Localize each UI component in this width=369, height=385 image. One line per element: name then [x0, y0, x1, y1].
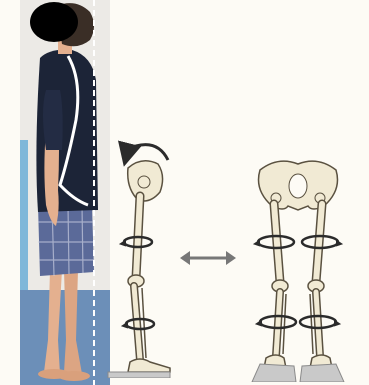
- right-wedge-plate: [300, 364, 344, 382]
- shirt-sleeve: [43, 90, 63, 150]
- pelvis-side: [128, 161, 163, 201]
- face-mask: [30, 2, 78, 42]
- plaid-shorts: [38, 205, 94, 276]
- right-foot: [58, 371, 90, 381]
- flat-base-plate: [108, 372, 170, 378]
- frontal-skeleton: [238, 150, 358, 382]
- pelvic-inlet: [289, 174, 307, 198]
- double-headed-arrow: [178, 248, 238, 268]
- arrow-head-left: [180, 251, 190, 265]
- pelvis-rotation-arrow: [126, 145, 168, 160]
- lateral-skeleton: [100, 138, 190, 378]
- left-wedge-plate: [252, 364, 296, 382]
- foot-side: [128, 359, 170, 372]
- tibia: [134, 286, 140, 360]
- photo-panel: [20, 0, 110, 385]
- arrow-head-right: [226, 251, 236, 265]
- background-pole: [20, 140, 28, 290]
- left-fibula: [283, 294, 286, 354]
- right-fibula: [310, 294, 313, 354]
